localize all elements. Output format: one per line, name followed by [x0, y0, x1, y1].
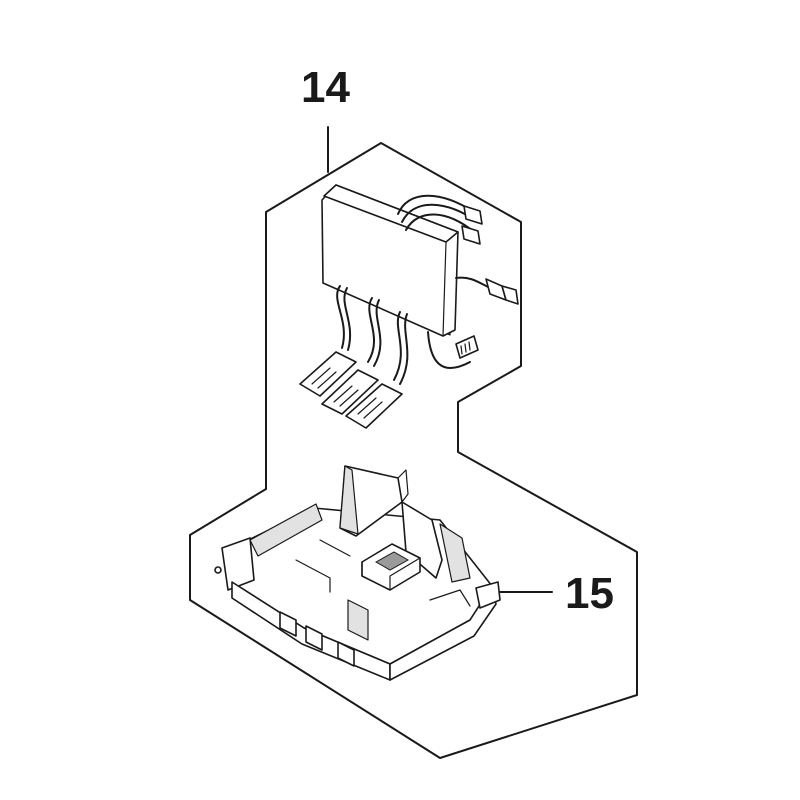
assembly-outline — [189, 142, 638, 759]
callout-14-label: 14 — [301, 63, 350, 112]
part-14-control-module — [299, 184, 519, 429]
part-15-base-tray — [214, 465, 501, 681]
callout-15-label: 15 — [565, 569, 614, 618]
